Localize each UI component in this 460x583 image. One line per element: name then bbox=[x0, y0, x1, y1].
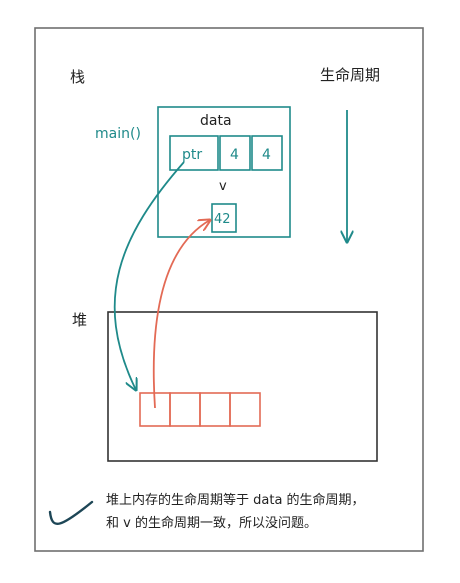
ptr-cell bbox=[169, 135, 219, 171]
heap-cell bbox=[229, 392, 261, 427]
lifetime-label: 生命周期 bbox=[320, 66, 380, 84]
main-label: main() bbox=[95, 126, 141, 142]
heap-to-v-arrow bbox=[152, 220, 210, 409]
stack-label: 栈 bbox=[70, 68, 85, 86]
ptr-label: ptr bbox=[182, 147, 202, 163]
outer-frame bbox=[34, 27, 424, 552]
cap-value: 4 bbox=[262, 147, 271, 163]
note-line-2: 和 v 的生命周期一致，所以没问题。 bbox=[106, 515, 317, 531]
v-label: v bbox=[219, 179, 227, 194]
v-value: 42 bbox=[214, 212, 231, 227]
heap-label: 堆 bbox=[72, 311, 87, 329]
note-line-1: 堆上内存的生命周期等于 data 的生命周期， bbox=[106, 492, 365, 508]
heap-cell bbox=[169, 392, 201, 427]
check-icon bbox=[48, 500, 94, 525]
ptr-to-heap-arrow bbox=[113, 161, 185, 390]
v-cell bbox=[211, 203, 237, 233]
len-value: 4 bbox=[230, 147, 239, 163]
cap-cell bbox=[251, 135, 283, 171]
len-cell bbox=[219, 135, 251, 171]
data-label: data bbox=[200, 113, 232, 129]
heap-box bbox=[107, 311, 378, 462]
heap-cell bbox=[199, 392, 231, 427]
stack-frame-box bbox=[157, 106, 291, 238]
